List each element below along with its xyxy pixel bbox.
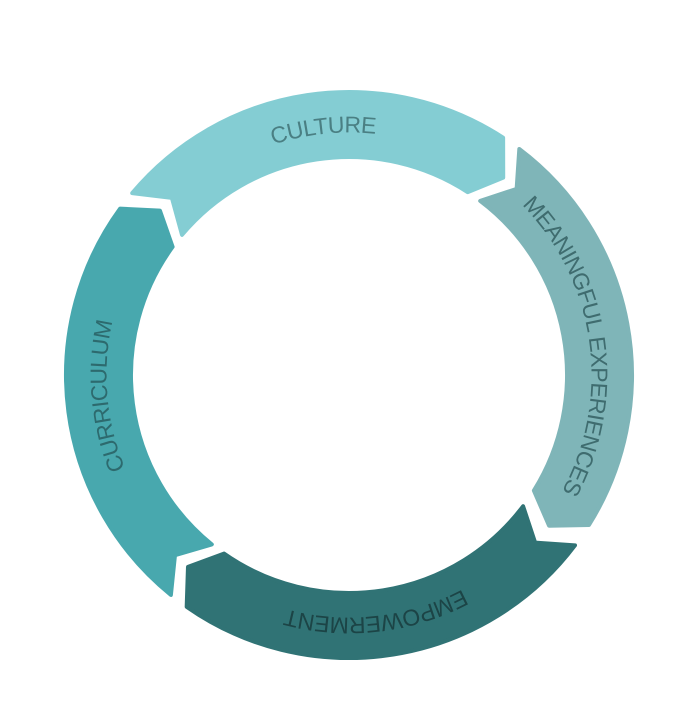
segment-empowerment [184,504,578,660]
segment-curriculum [64,206,214,597]
segments-layer [64,90,634,660]
segment-culture [130,90,506,237]
segment-meaningful-experiences [478,146,634,528]
